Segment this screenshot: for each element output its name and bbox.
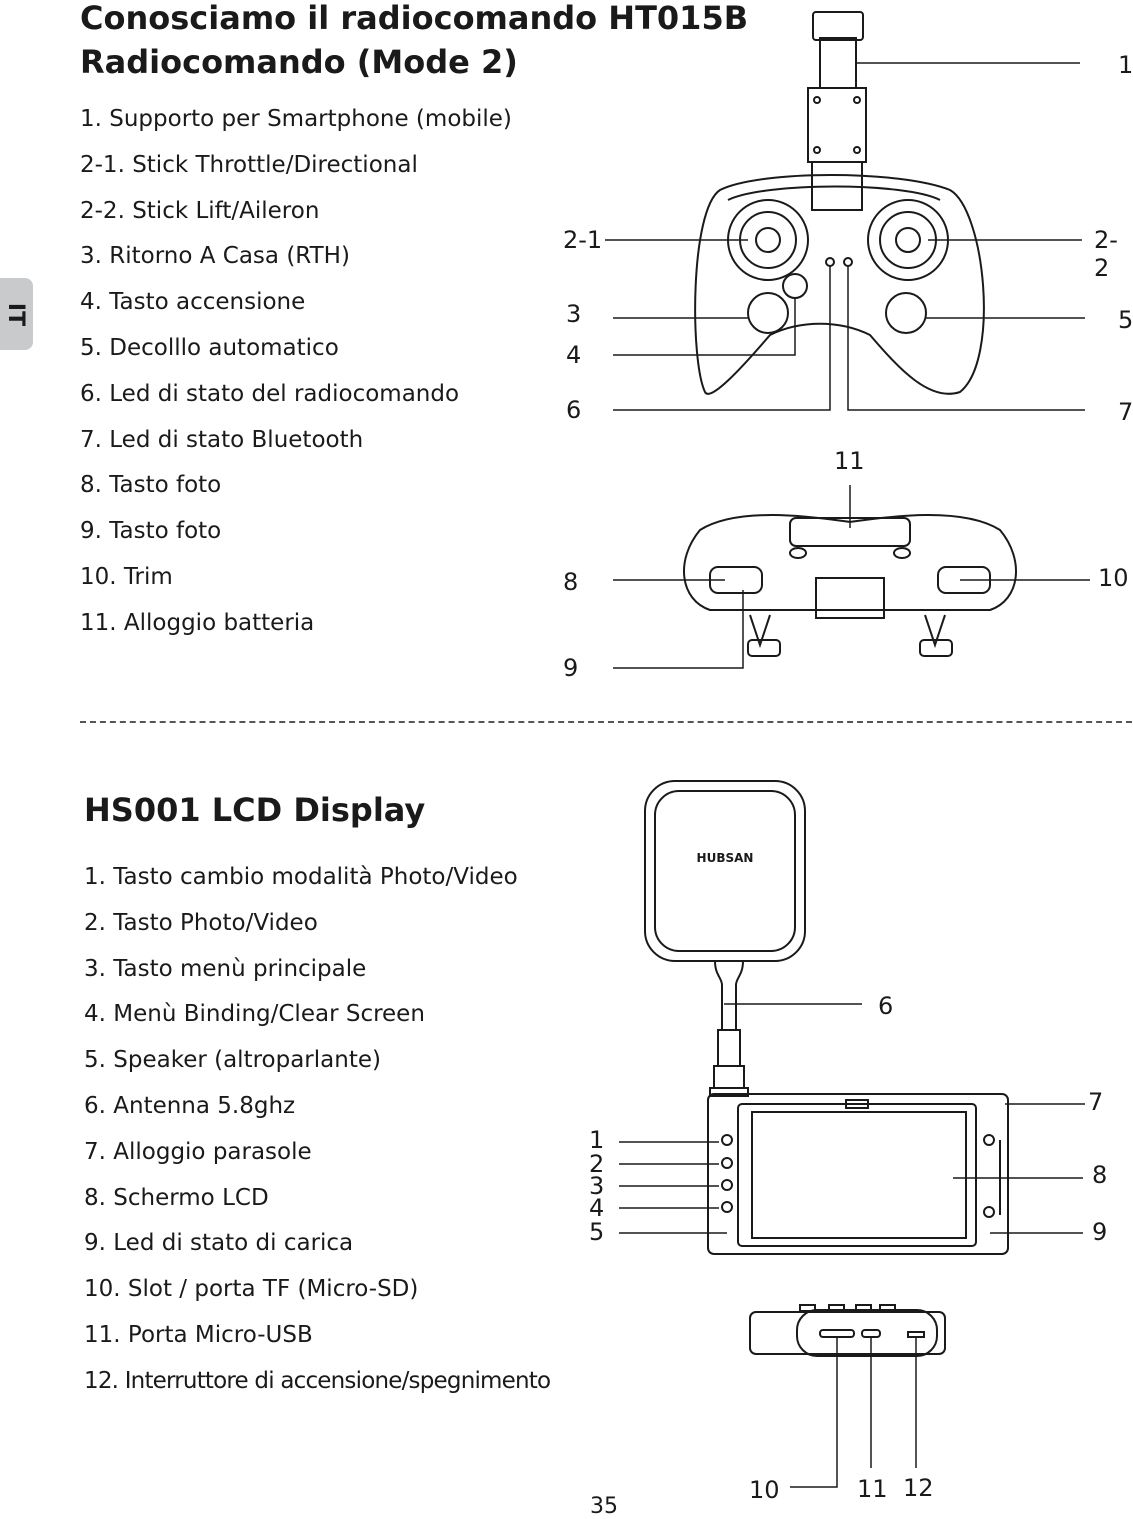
micro-usb-port [861,1329,881,1338]
list-item: 5. Decolllo automatico [80,334,339,361]
lcd-section-title: HS001 LCD Display [84,791,426,829]
binding-button-icon [721,1201,733,1213]
remote-parts-list: 1. Supporto per Smartphone (mobile) 2-1.… [80,97,512,647]
tf-slot [819,1329,855,1338]
remote-front-body [683,514,1017,611]
lcd-callout-4: 4 [589,1194,605,1222]
lcd-antenna [644,780,806,1097]
page-number: 35 [590,1494,618,1519]
lcd-monitor-bottom-view [749,1304,946,1357]
lcd-callout-9: 9 [1092,1218,1108,1246]
list-item: 11. Alloggio batteria [80,609,315,636]
lcd-callout-7: 7 [1088,1088,1104,1116]
list-item: 1. Tasto cambio modalità Photo/Video [84,864,518,890]
list-item: 1. Supporto per Smartphone (mobile) [80,106,512,132]
remote-status-led [825,257,835,267]
callout-8: 8 [563,568,579,596]
list-item: 8. Schermo LCD [84,1184,269,1211]
lcd-callout-2: 2 [589,1150,605,1178]
callout-7: 7 [1118,398,1133,426]
list-item: 2-1. Stick Throttle/Directional [80,151,418,178]
list-item: 8. Tasto foto [80,472,222,499]
bluetooth-status-led [843,257,853,267]
lcd-callout-8: 8 [1092,1161,1108,1189]
auto-takeoff-button-icon [885,292,927,334]
lcd-callout-1: 1 [589,1126,605,1154]
title-line-1: Conosciamo il radiocomando HT015B [80,0,749,37]
remote-front-leaders [613,485,1090,669]
list-item: 3. Ritorno A Casa (RTH) [80,243,350,270]
section-divider [80,721,1132,723]
callout-1: 1 [1118,51,1133,79]
mode-button-icon [721,1134,733,1146]
callout-2-2: 2-2 [1094,226,1118,282]
lcd-bottom-leaders [790,1337,917,1488]
callout-4: 4 [566,341,582,369]
list-item: 12. Interruttore di accensione/spegnimen… [84,1367,551,1394]
lcd-callout-3: 3 [589,1172,605,1200]
callout-3: 3 [566,300,582,328]
monitor-body [707,1093,1009,1255]
list-item: 7. Alloggio parasole [84,1138,312,1165]
remote-front-view [683,514,1017,657]
list-item: 11. Porta Micro-USB [84,1321,313,1348]
list-item: 7. Led di stato Bluetooth [80,426,364,453]
phone-holder-clamp [812,11,864,41]
list-item: 5. Speaker (altroparlante) [84,1047,381,1074]
remote-top-view [694,11,985,395]
callout-5: 5 [1118,306,1133,334]
lcd-monitor [707,1093,1009,1255]
language-tab: IT [0,278,33,350]
power-button-icon [782,273,808,299]
list-item: 6. Led di stato del radiocomando [80,380,460,407]
title-line-2: Radiocomando (Mode 2) [80,43,518,81]
list-item: 10. Slot / porta TF (Micro-SD) [84,1276,419,1303]
lcd-screen [751,1111,967,1239]
page-title: Conosciamo il radiocomando HT015B Radioc… [80,0,748,84]
list-item: 9. Tasto foto [80,518,222,545]
list-item: 4. Tasto accensione [80,289,306,316]
list-item: 4. Menù Binding/Clear Screen [84,1001,425,1028]
phone-holder-arm [819,37,857,89]
list-item: 10. Trim [80,563,173,590]
list-item: 6. Antenna 5.8ghz [84,1092,296,1119]
lcd-callout-11: 11 [857,1475,888,1503]
list-item: 9. Led di stato di carica [84,1230,354,1257]
menu-button-icon [721,1179,733,1191]
list-item: 2. Tasto Photo/Video [84,909,318,936]
lcd-callout-12: 12 [903,1474,934,1502]
rth-button-icon [747,292,789,334]
lcd-callout-5: 5 [589,1218,605,1246]
callout-6: 6 [566,396,582,424]
list-item: 2-2. Stick Lift/Aileron [80,197,320,224]
lcd-callout-6: 6 [878,992,894,1020]
callout-10: 10 [1098,564,1129,592]
callout-11: 11 [834,447,865,475]
photo-video-button-icon [721,1157,733,1169]
callout-2-1: 2-1 [563,226,603,254]
lcd-callout-10: 10 [749,1476,780,1504]
remote-top-leaders [605,62,1085,411]
callout-9: 9 [563,654,579,682]
center-slot [815,577,885,619]
lcd-parts-list: 1. Tasto cambio modalità Photo/Video 2. … [84,855,551,1405]
power-switch [907,1331,925,1338]
list-item: 3. Tasto menù principale [84,955,367,982]
lcd-leaders [619,1003,1085,1234]
hubsan-logo-text: HUBSAN [697,851,754,865]
phone-holder-base [807,87,867,163]
remote-body [694,174,985,395]
